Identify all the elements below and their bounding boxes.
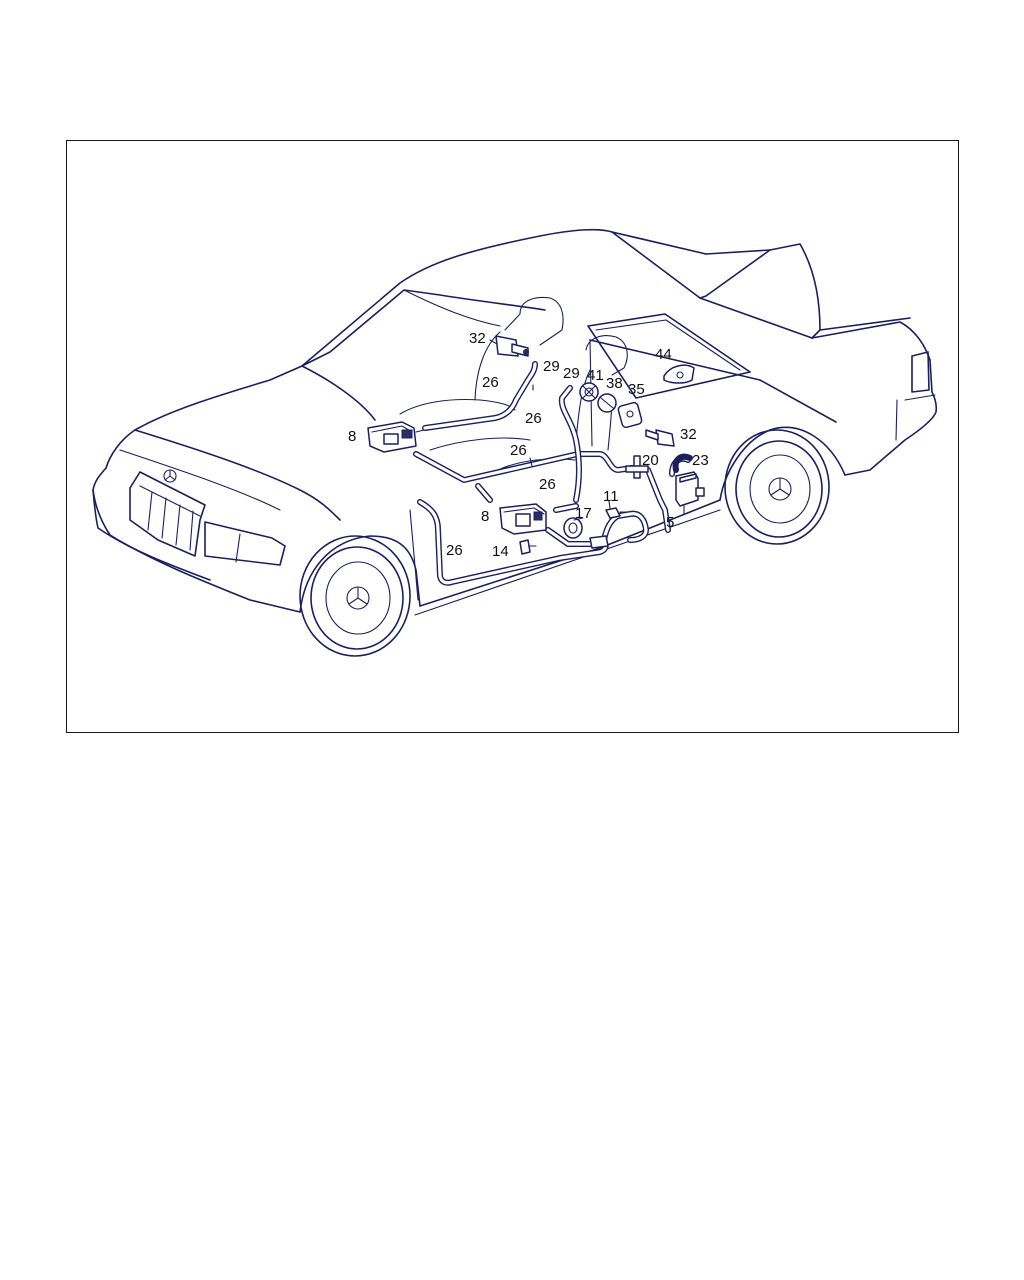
callout-29-rear: 29 bbox=[563, 365, 580, 382]
actuator-8-rear bbox=[499, 503, 547, 535]
callout-26-front-seat: 26 bbox=[482, 374, 499, 391]
callout-8-front: 8 bbox=[348, 428, 356, 445]
bracket-44 bbox=[663, 364, 695, 384]
callout-38: 38 bbox=[606, 375, 623, 392]
front-wheel bbox=[299, 535, 411, 657]
valve-38 bbox=[597, 393, 617, 413]
callout-20: 20 bbox=[642, 452, 659, 469]
valve-sill bbox=[589, 535, 609, 549]
rear-wheel bbox=[724, 429, 830, 545]
check-valve-41 bbox=[579, 382, 599, 402]
callout-29-front: 29 bbox=[543, 358, 560, 375]
switch-35 bbox=[617, 401, 643, 429]
callout-8-rear: 8 bbox=[481, 508, 489, 525]
callout-26-floor: 26 bbox=[510, 442, 527, 459]
grommet-17 bbox=[563, 517, 583, 539]
actuator-8-front bbox=[367, 421, 425, 453]
callout-17: 17 bbox=[575, 505, 592, 522]
callout-32-front: 32 bbox=[469, 330, 486, 347]
callout-44: 44 bbox=[655, 346, 672, 363]
valve-32-rear bbox=[645, 429, 675, 447]
callout-26-sill: 26 bbox=[446, 542, 463, 559]
callout-11: 11 bbox=[603, 488, 619, 505]
callout-41: 41 bbox=[587, 367, 604, 384]
callout-35: 35 bbox=[628, 381, 645, 398]
callout-26-rear-floor: 26 bbox=[539, 476, 556, 493]
hose-23 bbox=[672, 453, 693, 473]
callout-32-rear: 32 bbox=[680, 426, 697, 443]
callout-23: 23 bbox=[692, 452, 709, 469]
callout-5: 5 bbox=[666, 514, 674, 531]
t-piece-20 bbox=[625, 455, 649, 479]
callout-labels: 32 29 26 8 29 41 38 35 44 26 26 32 20 23… bbox=[348, 330, 709, 560]
vacuum-lines bbox=[413, 361, 691, 586]
connector-11 bbox=[605, 507, 631, 519]
car-body-outline bbox=[92, 228, 938, 616]
valve-32-front bbox=[495, 335, 529, 357]
callout-26-center: 26 bbox=[525, 410, 542, 427]
diagram-frame bbox=[66, 140, 959, 733]
leader-lines bbox=[489, 339, 611, 521]
callout-14: 14 bbox=[492, 543, 509, 560]
pump-5 bbox=[675, 471, 705, 515]
clip-14 bbox=[519, 539, 537, 555]
